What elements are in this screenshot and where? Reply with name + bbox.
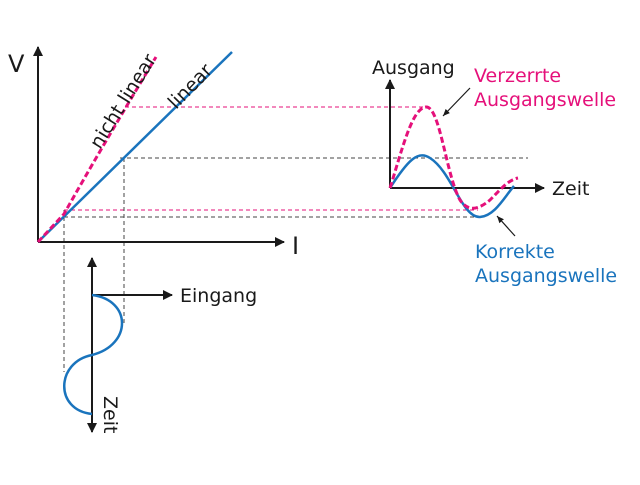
correct-label-line2: Ausgangswelle: [475, 265, 617, 287]
main-axes: [33, 46, 285, 247]
correct-pointer-arrow: [496, 215, 516, 237]
v-axis-label: V: [8, 50, 25, 78]
transfer-curves: [36, 51, 233, 244]
output-label: Ausgang: [372, 57, 455, 79]
input-time-label: Zeit: [99, 396, 121, 433]
distorted-pointer-arrow: [442, 87, 471, 117]
output-time-label: Zeit: [552, 178, 589, 200]
input-label: Eingang: [180, 285, 257, 307]
distorted-output-wave: [388, 105, 519, 210]
correct-label-line1: Korrekte: [475, 241, 555, 263]
distorted-label-line1: Verzerrte: [474, 65, 561, 87]
nonlinear-label: nicht linear: [86, 50, 161, 153]
correct-output-wave: [388, 154, 515, 219]
output-signal: [385, 79, 545, 237]
input-signal: [63, 257, 173, 433]
linear-curve: [37, 51, 233, 243]
input-wave: [63, 293, 124, 416]
i-axis-label: I: [292, 232, 299, 260]
nonlinear-curve: [36, 56, 158, 244]
distorted-label-line2: Ausgangswelle: [474, 89, 616, 111]
linear-label: linear: [164, 59, 217, 113]
